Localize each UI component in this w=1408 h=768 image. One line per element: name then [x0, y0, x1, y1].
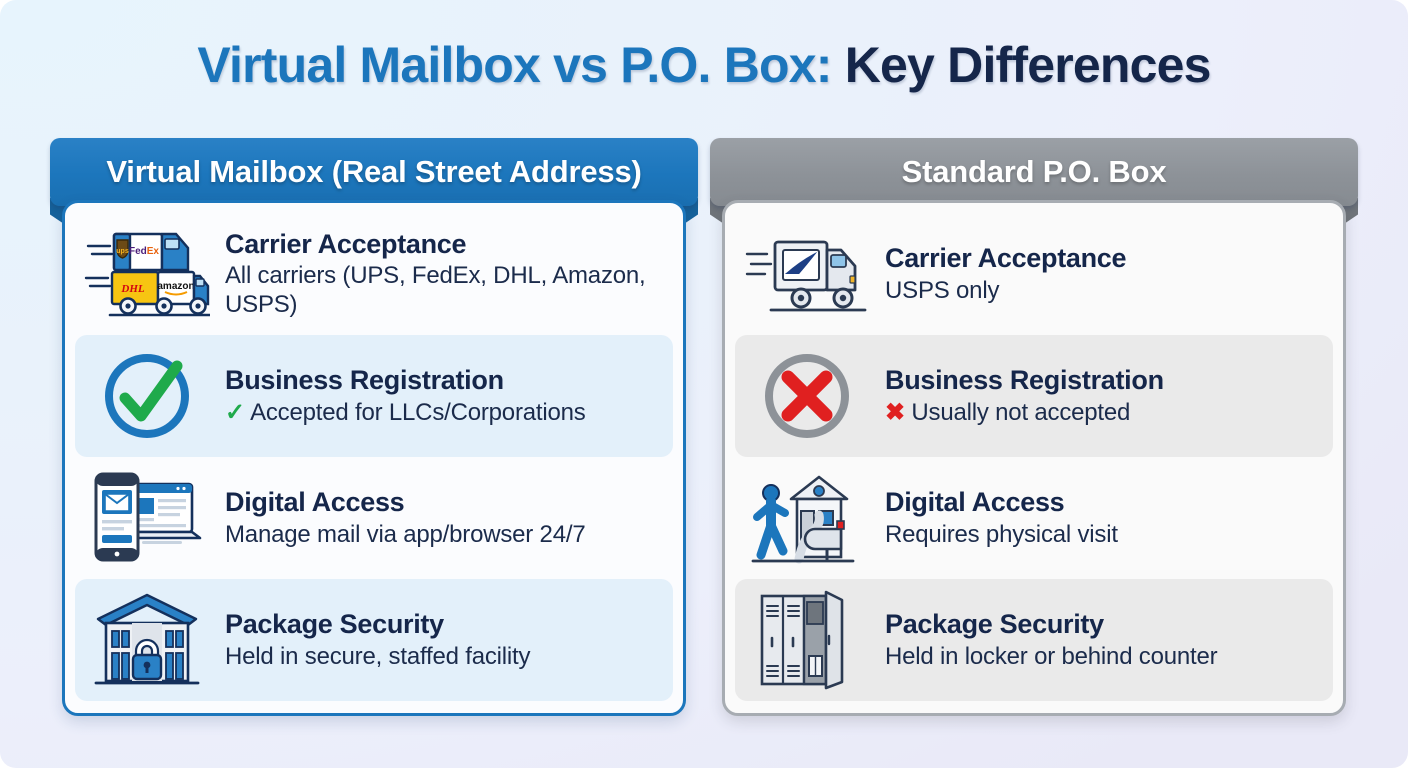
- row-description: Held in locker or behind counter: [885, 642, 1218, 670]
- row-description: ✖ Usually not accepted: [885, 399, 1325, 427]
- row-title: Carrier Acceptance: [225, 229, 467, 260]
- row-description-text: Usually not accepted: [911, 398, 1131, 426]
- svg-text:amazon: amazon: [157, 281, 194, 292]
- page-title-primary: Virtual Mailbox vs P.O. Box:: [197, 37, 832, 93]
- row-text: Business Registration ✖ Usually not acce…: [885, 365, 1325, 427]
- page-title-secondary: Key Differences: [831, 37, 1212, 93]
- secure-facility-lock-icon: [83, 588, 211, 692]
- row-text: Digital Access Requires physical visit: [885, 487, 1325, 549]
- row-text: Business Registration ✓ Accepted for LLC…: [225, 365, 665, 427]
- row-text: Carrier Acceptance USPS only: [885, 243, 1325, 305]
- table-row: Digital Access Manage mail via app/brows…: [75, 457, 673, 579]
- x-mark-glyph: ✖: [885, 398, 905, 426]
- table-row: Package Security Held in locker or behin…: [735, 579, 1333, 701]
- row-text: Carrier Acceptance All carriers (UPS, Fe…: [225, 229, 665, 319]
- table-row: Carrier Acceptance USPS only: [735, 213, 1333, 335]
- row-title: Digital Access: [225, 487, 405, 518]
- row-title: Business Registration: [225, 365, 504, 396]
- table-row: Package Security Held in secure, staffed…: [75, 579, 673, 701]
- usps-truck-icon: [743, 222, 871, 326]
- panel-header-label: Standard P.O. Box: [901, 154, 1167, 189]
- circle-x-icon: [743, 344, 871, 448]
- panel-header-virtual-mailbox: Virtual Mailbox (Real Street Address): [50, 138, 698, 206]
- row-text: Package Security Held in secure, staffed…: [225, 609, 665, 671]
- table-row: Digital Access Requires physical visit: [735, 457, 1333, 579]
- table-row: Business Registration ✓ Accepted for LLC…: [75, 335, 673, 457]
- panel-header-standard-po-box: Standard P.O. Box: [710, 138, 1358, 206]
- panel-card-virtual-mailbox: ups FedEx DHL amazon: [62, 200, 686, 716]
- svg-text:ups: ups: [116, 248, 129, 255]
- comparison-panels: Virtual Mailbox (Real Street Address): [0, 138, 1408, 723]
- row-description: All carriers (UPS, FedEx, DHL, Amazon, U…: [225, 262, 646, 318]
- row-description: USPS only: [885, 276, 1000, 304]
- row-description: Held in secure, staffed facility: [225, 642, 531, 670]
- table-row: Business Registration ✖ Usually not acce…: [735, 335, 1333, 457]
- row-title: Package Security: [225, 609, 444, 640]
- table-row: ups FedEx DHL amazon: [75, 213, 673, 335]
- phone-laptop-mail-icon: [83, 466, 211, 570]
- row-text: Digital Access Manage mail via app/brows…: [225, 487, 665, 549]
- person-walking-to-mailbox-icon: [743, 466, 871, 570]
- check-mark-glyph: ✓: [225, 398, 245, 426]
- row-title: Digital Access: [885, 487, 1065, 518]
- svg-text:DHL: DHL: [120, 283, 145, 295]
- row-text: Package Security Held in locker or behin…: [885, 609, 1325, 671]
- row-description: Manage mail via app/browser 24/7: [225, 520, 586, 548]
- page-title: Virtual Mailbox vs P.O. Box: Key Differe…: [0, 36, 1408, 94]
- panel-header-label: Virtual Mailbox (Real Street Address): [106, 154, 642, 189]
- row-title: Package Security: [885, 609, 1104, 640]
- row-description-text: Accepted for LLCs/Corporations: [250, 398, 586, 426]
- circle-check-icon: [83, 344, 211, 448]
- delivery-trucks-multi-carrier-icon: ups FedEx DHL amazon: [83, 222, 211, 326]
- row-title: Business Registration: [885, 365, 1164, 396]
- panel-card-standard-po-box: Carrier Acceptance USPS only Business Re…: [722, 200, 1346, 716]
- panel-standard-po-box: Standard P.O. Box: [710, 138, 1358, 716]
- svg-text:FedEx: FedEx: [129, 246, 159, 257]
- row-description: Requires physical visit: [885, 520, 1118, 548]
- row-title: Carrier Acceptance: [885, 243, 1127, 274]
- lockers-icon: [743, 588, 871, 692]
- row-description: ✓ Accepted for LLCs/Corporations: [225, 399, 665, 427]
- panel-virtual-mailbox: Virtual Mailbox (Real Street Address): [50, 138, 698, 716]
